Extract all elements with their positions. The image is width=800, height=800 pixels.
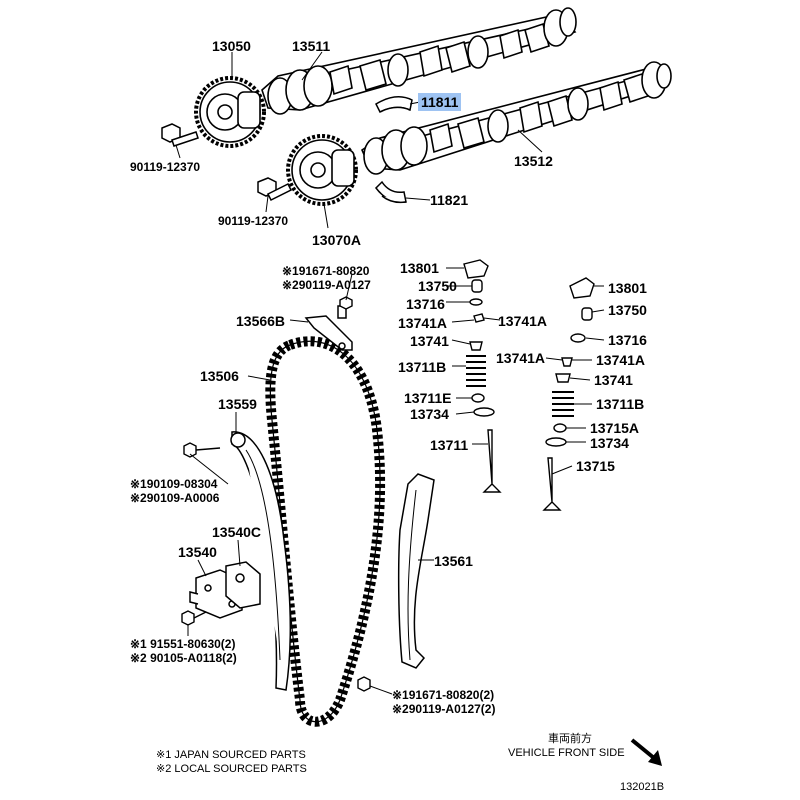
bolt-note-13540-1: ※1 91551-80630(2) (130, 637, 236, 651)
part-label-13801-left: 13801 (400, 260, 439, 276)
valve-stem-cap-13716-right (570, 333, 586, 343)
part-label-13741-right: 13741 (594, 372, 633, 388)
bolt-13566B (339, 296, 353, 310)
bolt-note-13559-2: ※290109-A0006 (130, 491, 220, 505)
part-label-13512: 13512 (514, 153, 553, 169)
part-label-13506: 13506 (200, 368, 239, 384)
cam-sprocket-13070A (286, 134, 358, 206)
part-label-13801-right: 13801 (608, 280, 647, 296)
valve-spring-13711B-left (466, 355, 486, 387)
keeper-13741A-left (473, 313, 485, 323)
bolt-13559 (183, 442, 197, 458)
valve-train-left (463, 259, 502, 493)
chain-guide-13561 (397, 473, 435, 669)
leader-lines-top (175, 51, 543, 229)
part-label-11811: 11811 (418, 93, 462, 111)
lash-adjuster-13750-right (581, 307, 593, 321)
bolt-90119-12370-upper (161, 123, 199, 147)
part-label-13050: 13050 (212, 38, 251, 54)
bearing-11821 (375, 180, 407, 204)
part-label-13070A: 13070A (312, 232, 362, 248)
bolt-13561 (357, 676, 371, 692)
rocker-arm-13801-left (463, 259, 489, 279)
valve-stem-seal-13715A (553, 423, 567, 433)
part-label-13750-right: 13750 (608, 302, 647, 318)
footnote-local-sourced: ※2 LOCAL SOURCED PARTS (156, 763, 307, 775)
part-label-11821: 11821 (430, 192, 469, 208)
rocker-arm-13801-right (569, 277, 595, 299)
direction-label-jp: 車両前方 (548, 733, 592, 745)
cam-sprocket-13050 (194, 76, 266, 148)
part-label-13716-right: 13716 (608, 332, 647, 348)
tensioner-gasket-13540C (225, 561, 261, 609)
part-label-13741-left: 13741 (410, 333, 449, 349)
part-label-13511: 13511 (292, 38, 331, 54)
bolt-13540 (181, 610, 195, 626)
retainer-13741-left (469, 341, 483, 351)
part-label-13715: 13715 (576, 458, 615, 474)
part-label-13540: 13540 (178, 544, 217, 560)
part-label-13741A-left-right: 13741A (498, 313, 548, 329)
valve-spring-13711B-right (552, 391, 574, 417)
part-label-90119-12370-upper: 90119-12370 (130, 160, 201, 174)
timing-chain-13506 (265, 336, 386, 727)
spring-seat-13734-left (473, 407, 495, 417)
valve-stem-cap-13716-left (469, 298, 483, 306)
spring-seat-13734-right (545, 437, 567, 447)
diagram-id: 132021B (620, 781, 665, 793)
bolt-note-13559-1: ※190109-08304 (130, 477, 218, 491)
part-label-13561: 13561 (434, 553, 473, 569)
part-label-13741A-left-left: 13741A (398, 315, 448, 331)
retainer-13741-right (555, 373, 571, 383)
part-label-13540C: 13540C (212, 524, 262, 540)
part-label-13559: 13559 (218, 396, 257, 412)
part-label-90119-12370-lower: 90119-12370 (218, 214, 289, 228)
lash-adjuster-13750-left (471, 279, 483, 293)
part-label-13741A-right-right: 13741A (596, 352, 646, 368)
part-label-13711: 13711 (430, 437, 469, 453)
bolt-note-top-2: ※290119-A0127 (282, 278, 371, 292)
valve-train-right (542, 277, 595, 511)
part-label-13734-left: 13734 (410, 406, 449, 422)
part-label-13566B: 13566B (236, 313, 286, 329)
bolt-note-top-1: ※191671-80820 (282, 264, 370, 278)
part-label-13711B-right: 13711B (596, 396, 645, 412)
chain-guide-13566B (304, 305, 353, 351)
keeper-13741A-right (561, 357, 573, 367)
part-label-13716-left: 13716 (406, 296, 445, 312)
part-label-13750-left: 13750 (418, 278, 457, 294)
part-label-13734-right: 13734 (590, 435, 629, 451)
direction-label-en: VEHICLE FRONT SIDE (508, 747, 625, 759)
part-label-13711E: 13711E (404, 390, 452, 406)
camshaft-13512 (360, 61, 672, 175)
small-bolts (181, 296, 371, 692)
vehicle-front-arrow-icon (630, 738, 662, 766)
bolt-note-bottom-1: ※191671-80820(2) (392, 688, 495, 702)
exhaust-valve-13715 (542, 457, 562, 511)
bolt-90119-12370-lower (257, 177, 293, 202)
tensioner-arm-13559 (230, 431, 292, 691)
bolt-note-13540-2: ※2 90105-A0118(2) (130, 651, 237, 665)
part-label-13741A-right-left: 13741A (496, 350, 546, 366)
bearing-11811 (375, 96, 413, 114)
part-label-13711B-left: 13711B (398, 359, 447, 375)
valve-stem-seal-13711E (471, 393, 485, 403)
part-label-13715A: 13715A (590, 420, 640, 436)
camshaft-13511 (261, 7, 577, 115)
bolt-note-bottom-2: ※290119-A0127(2) (392, 702, 496, 716)
footnote-japan-sourced: ※1 JAPAN SOURCED PARTS (156, 749, 306, 761)
intake-valve-13711 (482, 429, 502, 493)
leader-lines-bottom (187, 267, 605, 695)
